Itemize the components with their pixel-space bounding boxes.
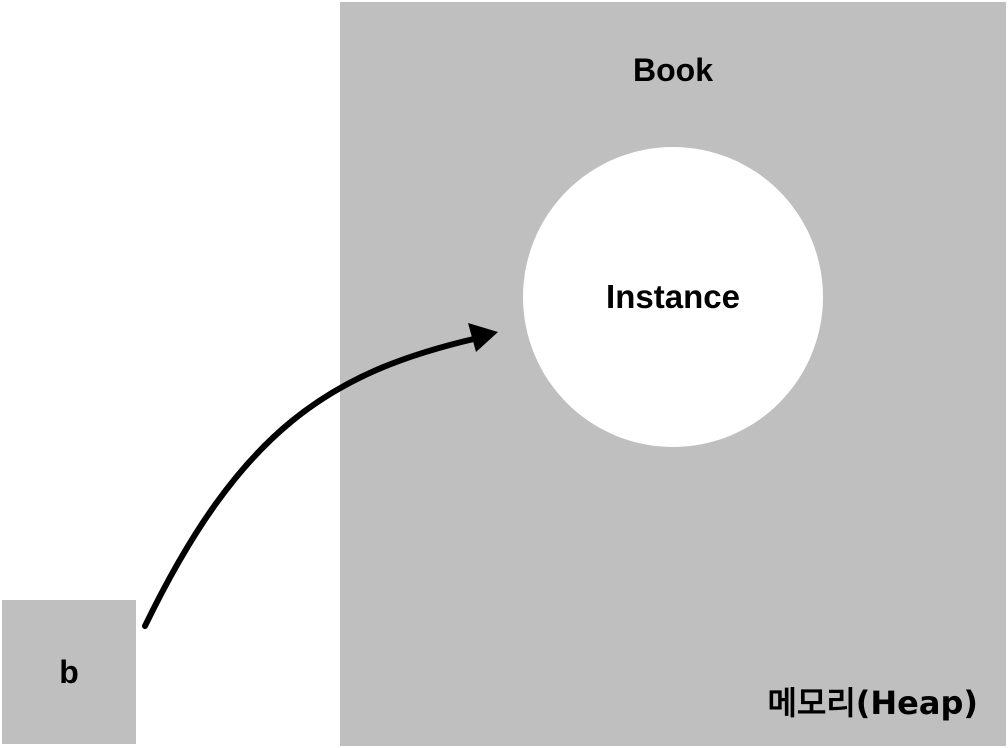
memory-heap-label: 메모리(Heap): [767, 684, 978, 722]
instance-circle: Instance: [523, 147, 823, 447]
instance-label: Instance: [606, 278, 740, 315]
reference-variable-box: b: [2, 600, 136, 744]
heap-memory-region: Book Instance 메모리(Heap): [340, 2, 1006, 746]
class-name-label: Book: [633, 52, 713, 88]
reference-variable-label: b: [59, 653, 79, 690]
